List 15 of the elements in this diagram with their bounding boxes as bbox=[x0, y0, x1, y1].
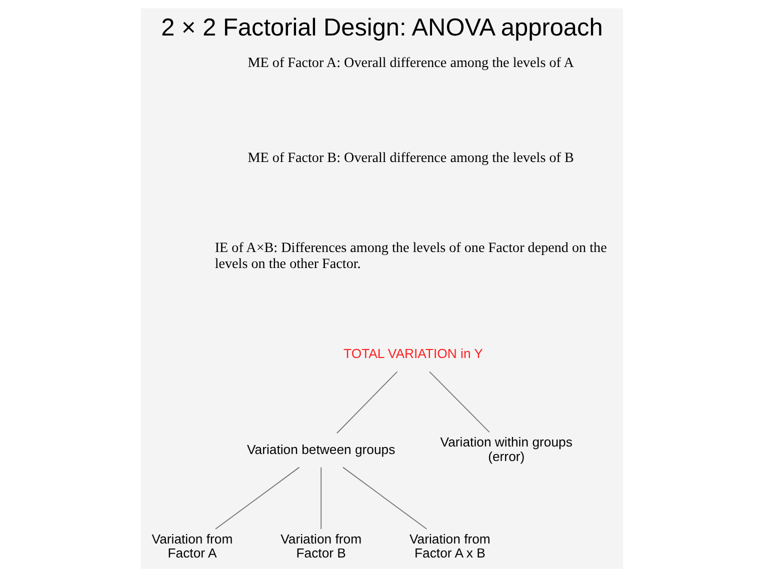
connector bbox=[320, 466, 322, 530]
node-text: TOTAL VARIATION in Y bbox=[344, 346, 483, 361]
connector bbox=[429, 371, 490, 433]
diagram-title: 2 × 2 Factorial Design: ANOVA approach bbox=[161, 14, 603, 42]
node-text: Variation from Factor A x B bbox=[409, 532, 490, 561]
label: ME of Factor A: Overall difference among the levels of A bbox=[248, 55, 574, 72]
node-text: Variation within groups (error) bbox=[440, 434, 572, 464]
label: ME of Factor B: Overall difference among the levels of B bbox=[248, 150, 574, 166]
connector bbox=[342, 466, 428, 530]
node-text: Variation from Factor A bbox=[152, 532, 233, 561]
node-text: Variation between groups bbox=[246, 442, 396, 457]
node-text: Variation from Factor B bbox=[280, 532, 362, 561]
connector bbox=[215, 466, 300, 530]
connector bbox=[336, 371, 398, 434]
label: IE of A×B: Differences among the levels of one Factor depend on the levels on the other Factor. bbox=[214, 240, 607, 272]
